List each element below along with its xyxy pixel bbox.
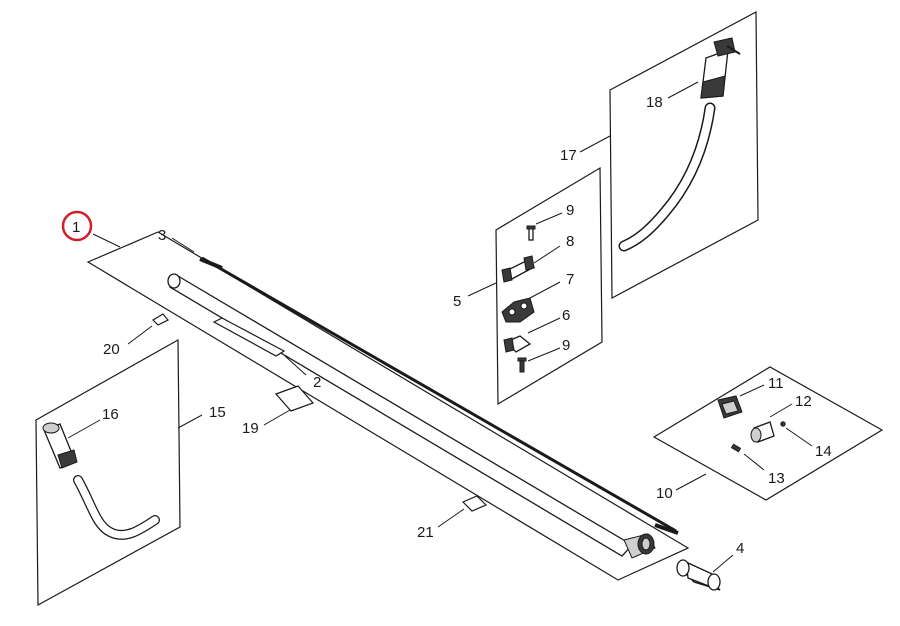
callout-18[interactable]: 18 xyxy=(646,94,663,111)
callout-14[interactable]: 14 xyxy=(815,443,832,460)
leader-lines xyxy=(67,81,813,573)
pin-13 xyxy=(730,443,742,453)
callout-17[interactable]: 17 xyxy=(560,147,577,164)
callout-12[interactable]: 12 xyxy=(795,393,812,410)
handle-bar-18 xyxy=(618,102,716,252)
callout-11[interactable]: 11 xyxy=(768,375,784,392)
callout-3[interactable]: 3 xyxy=(158,227,166,244)
clamp-panel-5 xyxy=(495,166,603,406)
grip-16 xyxy=(42,422,78,469)
callout-20[interactable]: 20 xyxy=(103,341,120,358)
sleeve-4 xyxy=(676,559,721,591)
callout-15[interactable]: 15 xyxy=(209,404,226,421)
callout-8[interactable]: 8 xyxy=(566,233,574,250)
drive-shaft xyxy=(199,254,679,535)
callout-4[interactable]: 4 xyxy=(736,540,744,557)
screw-9-bottom xyxy=(517,357,527,373)
label-sticker-2 xyxy=(212,317,286,357)
callout-6[interactable]: 6 xyxy=(562,307,570,324)
bracket-11 xyxy=(717,395,743,419)
clamp-7 xyxy=(501,297,535,323)
handle-bar-16 xyxy=(73,475,160,540)
collar-12 xyxy=(750,421,775,443)
callout-5[interactable]: 5 xyxy=(453,293,461,310)
clamp-8 xyxy=(501,255,536,283)
label-sticker-21 xyxy=(461,495,488,512)
tube-collar xyxy=(623,533,656,559)
main-shaft-panel xyxy=(86,231,690,581)
callout-21[interactable]: 21 xyxy=(417,524,434,541)
handle-panel-15 xyxy=(35,338,181,607)
screw-9-top xyxy=(526,225,536,241)
callout-numbers: 1 2 3 4 5 6 7 8 9 9 10 11 12 13 14 15 16… xyxy=(72,94,832,557)
callout-9-bottom[interactable]: 9 xyxy=(562,337,570,354)
coupler-panel-10 xyxy=(652,366,884,501)
callout-2[interactable]: 2 xyxy=(313,374,321,391)
drive-tube xyxy=(167,273,634,557)
label-sticker-19 xyxy=(274,385,315,412)
callout-7[interactable]: 7 xyxy=(566,271,574,288)
callout-13[interactable]: 13 xyxy=(768,470,785,487)
ball-14 xyxy=(780,421,786,427)
callout-1[interactable]: 1 xyxy=(72,219,80,236)
handle-panel-17 xyxy=(609,11,759,299)
callout-9-top[interactable]: 9 xyxy=(566,202,574,219)
grip-18 xyxy=(700,37,741,99)
callout-19[interactable]: 19 xyxy=(242,420,259,437)
label-sticker-20 xyxy=(152,313,169,326)
highlight-circle xyxy=(61,210,93,242)
callout-16[interactable]: 16 xyxy=(102,406,119,423)
clamp-6 xyxy=(503,335,532,353)
callout-10[interactable]: 10 xyxy=(656,485,673,502)
